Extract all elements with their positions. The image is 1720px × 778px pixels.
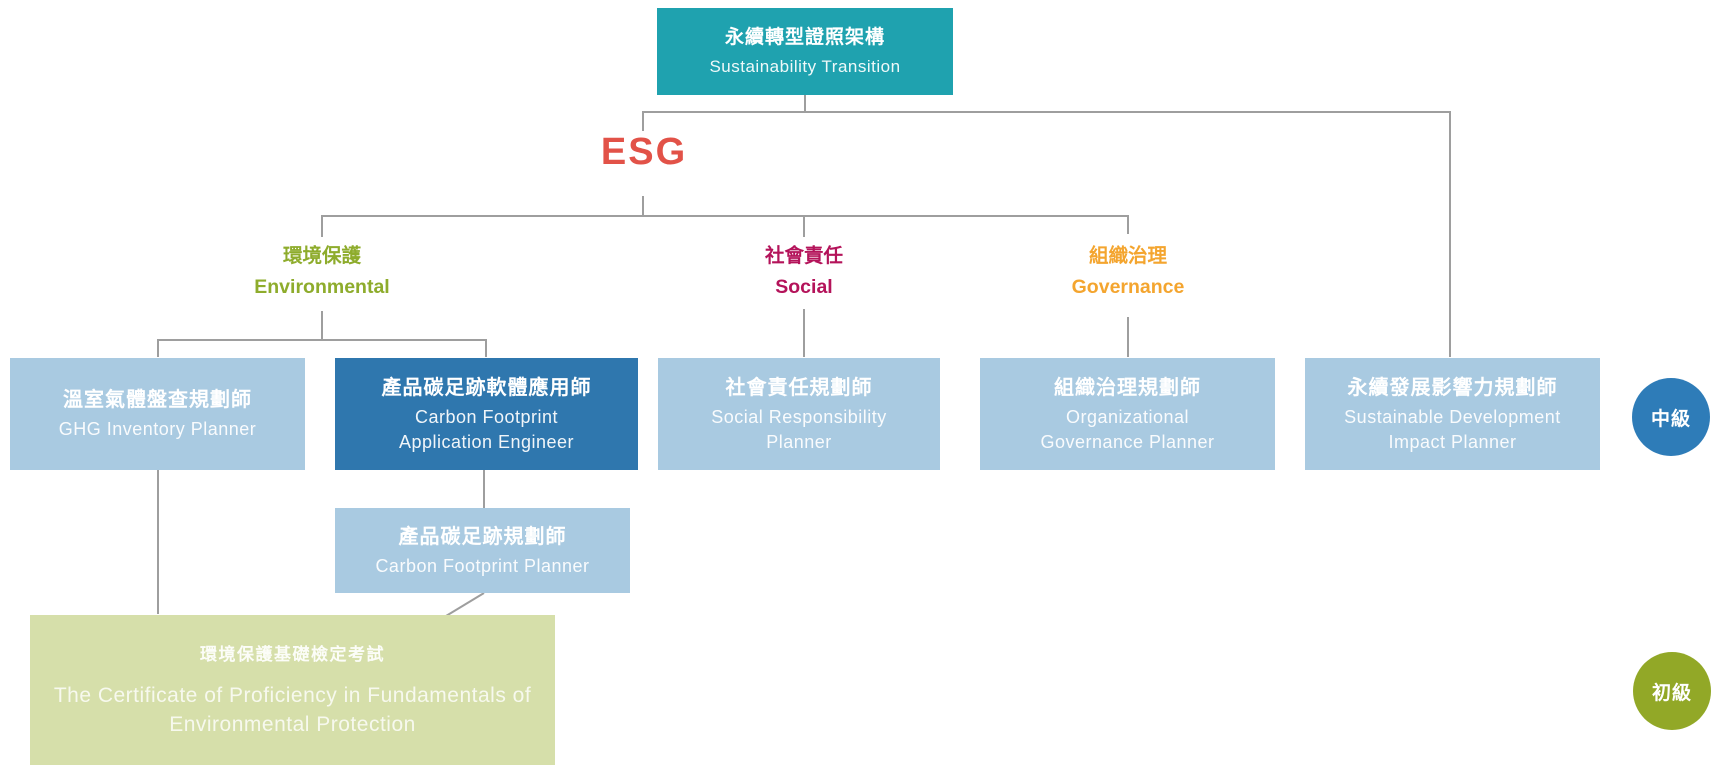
cert-foundation-title-en: The Certificate of Proficiency in Fundam… [53,684,532,736]
category-governance: 組織治理 Governance [1008,241,1248,303]
category-governance-zh: 組織治理 [1088,245,1167,267]
category-social-en: Social [775,276,833,298]
root-title-en: Sustainability Transition [709,57,901,76]
connector-category-branch [321,215,1129,237]
cert-ghg-title-zh: 溫室氣體盤查規劃師 [63,389,252,411]
cert-box-sustainable-development-impact-planner: 永續發展影響力規劃師 Sustainable Development Impac… [1305,358,1600,470]
category-social-zh: 社會責任 [764,245,843,267]
category-governance-en: Governance [1071,276,1185,298]
connector-cfplanner-to-foundation [445,592,485,617]
cert-cfp-title-zh: 產品碳足跡規劃師 [398,525,567,548]
connector-environmental-fork [157,339,487,357]
category-environmental: 環境保護 Environmental [202,241,442,303]
cert-box-carbon-footprint-planner: 產品碳足跡規劃師 Carbon Footprint Planner [335,508,630,593]
cert-gov-title-zh: 組織治理規劃師 [1054,376,1201,399]
level-badge-beginner-label: 初級 [1651,682,1692,704]
cert-box-carbon-footprint-application-engineer: 產品碳足跡軟體應用師 Carbon Footprint Application … [335,358,638,470]
cert-foundation-title-zh: 環境保護基礎檢定考試 [200,645,385,664]
cert-social-title-en: Social Responsibility Planner [711,406,887,452]
cert-social-title-zh: 社會責任規劃師 [725,376,873,399]
cert-box-social-responsibility-planner: 社會責任規劃師 Social Responsibility Planner [658,358,940,470]
cert-cfapp-title-en: Carbon Footprint Application Engineer [398,406,575,452]
cert-sdg-title-zh: 永續發展影響力規劃師 [1347,376,1558,399]
category-environmental-en: Environmental [254,276,390,298]
connector-top-branch [642,111,1451,357]
level-badge-beginner: 初級 [1633,652,1711,730]
cert-cfp-title-en: Carbon Footprint Planner [375,555,590,576]
category-environmental-zh: 環境保護 [282,245,361,267]
cert-cfapp-title-zh: 產品碳足跡軟體應用師 [381,376,592,399]
level-badge-intermediate-label: 中級 [1650,408,1691,430]
cert-box-organizational-governance-planner: 組織治理規劃師 Organizational Governance Planne… [980,358,1275,470]
esg-label: ESG [600,131,688,173]
cert-gov-title-en: Organizational Governance Planner [1040,406,1215,452]
cert-box-ghg-inventory-planner: 溫室氣體盤查規劃師 GHG Inventory Planner [10,358,305,470]
cert-ghg-title-en: GHG Inventory Planner [58,419,257,439]
root-node: 永續轉型證照架構 Sustainability Transition [657,8,953,95]
root-title-zh: 永續轉型證照架構 [724,27,885,48]
level-badge-intermediate: 中級 [1632,378,1710,456]
category-social: 社會責任 Social [684,241,924,303]
cert-box-foundation-exam: 環境保護基礎檢定考試 The Certificate of Proficienc… [30,615,555,765]
cert-sdg-title-en: Sustainable Development Impact Planner [1344,406,1561,452]
